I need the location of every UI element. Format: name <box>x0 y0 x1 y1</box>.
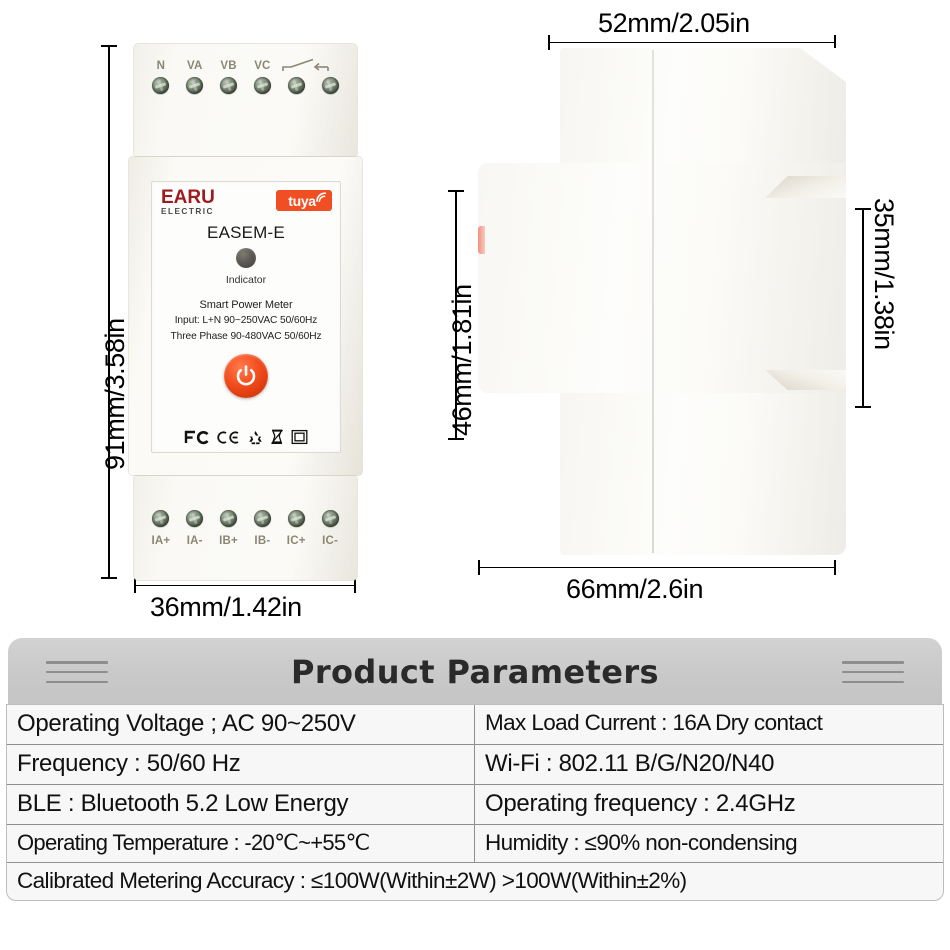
table-row: Operating Temperature : -20℃~+55℃ Humidi… <box>7 825 943 863</box>
param-operating-frequency: Operating frequency : 2.4GHz <box>485 790 796 817</box>
class-two-icon <box>291 429 308 445</box>
recycle-icon <box>249 430 262 444</box>
table-row: Calibrated Metering Accuracy : ≤100W(Wit… <box>7 863 943 900</box>
tuya-logo: tuya <box>276 190 332 211</box>
parameters-header: Product Parameters <box>8 638 942 706</box>
terminal-label-ic-minus: IC- <box>322 535 339 547</box>
device-side-view <box>478 48 846 555</box>
dimension-label-front-width: 36mm/1.42in <box>150 592 302 622</box>
dimension-line-side-top-width <box>548 35 836 50</box>
description-line-2: Input: L+N 90~250VAC 50/60Hz <box>174 315 318 326</box>
indicator-led <box>236 248 256 268</box>
screw-icon[interactable] <box>220 77 238 94</box>
ce-icon <box>217 430 239 444</box>
screw-icon[interactable] <box>321 510 339 527</box>
header-lines-right-icon <box>842 661 904 683</box>
param-max-load-current: Max Load Current : 16A Dry contact <box>485 710 823 735</box>
description-line-3: Three Phase 90-480VAC 50/60Hz <box>170 331 322 342</box>
screw-icon[interactable] <box>186 510 204 527</box>
fcc-icon <box>184 430 209 444</box>
terminal-label-n: N <box>156 60 166 72</box>
side-view-middle-section <box>478 163 846 393</box>
top-terminal-labels: N VA VB VC <box>134 60 357 72</box>
certification-icons <box>152 429 340 445</box>
bottom-terminal-labels: IA+ IA- IB+ IB- IC+ IC- <box>134 535 357 547</box>
table-row: BLE : Bluetooth 5.2 Low Energy Operating… <box>7 785 943 825</box>
earu-logo: EARU ELECTRIC <box>161 187 215 216</box>
device-body: EARU ELECTRIC tuya EASEM-E Indicator Sma… <box>129 157 362 475</box>
top-terminal-block <box>134 44 357 156</box>
param-wifi: Wi-Fi : 802.11 B/G/N20/N40 <box>485 750 775 777</box>
product-parameters-panel: Product Parameters Operating Voltage ; A… <box>0 638 950 950</box>
terminal-label-va: VA <box>186 60 203 72</box>
power-icon <box>236 365 256 386</box>
dimension-line-front-height <box>101 45 117 579</box>
din-rail-notch-bottom <box>765 370 846 390</box>
product-label: EARU ELECTRIC tuya EASEM-E Indicator Sma… <box>151 181 341 453</box>
side-view-lower-section <box>560 393 846 555</box>
tuya-label: tuya <box>288 192 316 209</box>
dimension-label-side-notch-height: 35mm/1.38in <box>869 198 899 350</box>
screw-icon[interactable] <box>287 510 305 527</box>
terminal-label-ib-minus: IB- <box>254 535 271 547</box>
screw-icon[interactable] <box>152 77 170 94</box>
param-calibrated-accuracy: Calibrated Metering Accuracy : ≤100W(Wit… <box>17 868 687 893</box>
side-view-button-edge <box>478 226 485 254</box>
param-operating-temperature: Operating Temperature : -20℃~+55℃ <box>7 825 475 862</box>
parameters-table: Operating Voltage ; AC 90~250V Max Load … <box>6 704 944 901</box>
terminal-label-ib-plus: IB+ <box>219 535 238 547</box>
indicator-label: Indicator <box>225 274 267 286</box>
brand-subtitle: ELECTRIC <box>161 207 214 216</box>
side-view-upper-section <box>560 48 846 163</box>
terminal-label-ia-minus: IA- <box>186 535 203 547</box>
relay-contact-icon <box>282 58 329 71</box>
dimension-label-side-top-width: 52mm/2.05in <box>598 8 750 38</box>
screw-icon[interactable] <box>152 510 170 527</box>
bottom-terminal-screws <box>134 510 357 527</box>
top-terminal-screws <box>134 77 357 94</box>
model-name: EASEM-E <box>207 223 285 242</box>
param-humidity: Humidity : ≤90% non-condensing <box>485 830 798 855</box>
wifi-arc-icon <box>316 192 327 203</box>
brand-name: EARU <box>161 187 215 208</box>
dimension-label-side-height: 46mm/1.81in <box>447 284 477 436</box>
din-rail-notch-top <box>765 176 846 198</box>
screw-icon[interactable] <box>253 77 271 94</box>
brand-row: EARU ELECTRIC tuya <box>161 187 332 216</box>
terminal-label-vc: VC <box>254 60 271 72</box>
parameters-title: Product Parameters <box>291 653 659 691</box>
power-button[interactable] <box>224 354 268 398</box>
param-frequency: Frequency : 50/60 Hz <box>7 745 475 784</box>
screw-icon[interactable] <box>186 77 204 94</box>
table-row: Frequency : 50/60 Hz Wi-Fi : 802.11 B/G/… <box>7 745 943 785</box>
bottom-terminal-block <box>134 476 357 580</box>
dimension-line-side-notch-height <box>855 208 871 408</box>
device-front-view: N VA VB VC EARU <box>129 44 362 580</box>
screw-icon[interactable] <box>253 510 271 527</box>
screw-icon[interactable] <box>220 510 238 527</box>
weee-bin-icon <box>271 429 283 444</box>
screw-icon[interactable] <box>287 77 305 94</box>
terminal-label-ic-plus: IC+ <box>286 535 306 547</box>
description-line-1: Smart Power Meter <box>199 299 293 311</box>
dimension-line-side-height <box>448 190 464 440</box>
terminal-label-ia-plus: IA+ <box>151 535 171 547</box>
dimension-label-front-height: 91mm/3.58in <box>100 318 130 470</box>
param-ble: BLE : Bluetooth 5.2 Low Energy <box>7 785 475 824</box>
terminal-label-vb: VB <box>220 60 237 72</box>
side-view-seam-line <box>652 50 654 553</box>
screw-icon[interactable] <box>321 77 339 94</box>
header-lines-left-icon <box>46 661 108 683</box>
table-row: Operating Voltage ; AC 90~250V Max Load … <box>7 705 943 745</box>
param-operating-voltage: Operating Voltage ; AC 90~250V <box>7 705 475 744</box>
dimension-line-side-bottom-width <box>478 560 836 575</box>
dimension-line-front-width <box>134 578 356 593</box>
dimension-label-side-bottom-width: 66mm/2.6in <box>566 574 704 604</box>
